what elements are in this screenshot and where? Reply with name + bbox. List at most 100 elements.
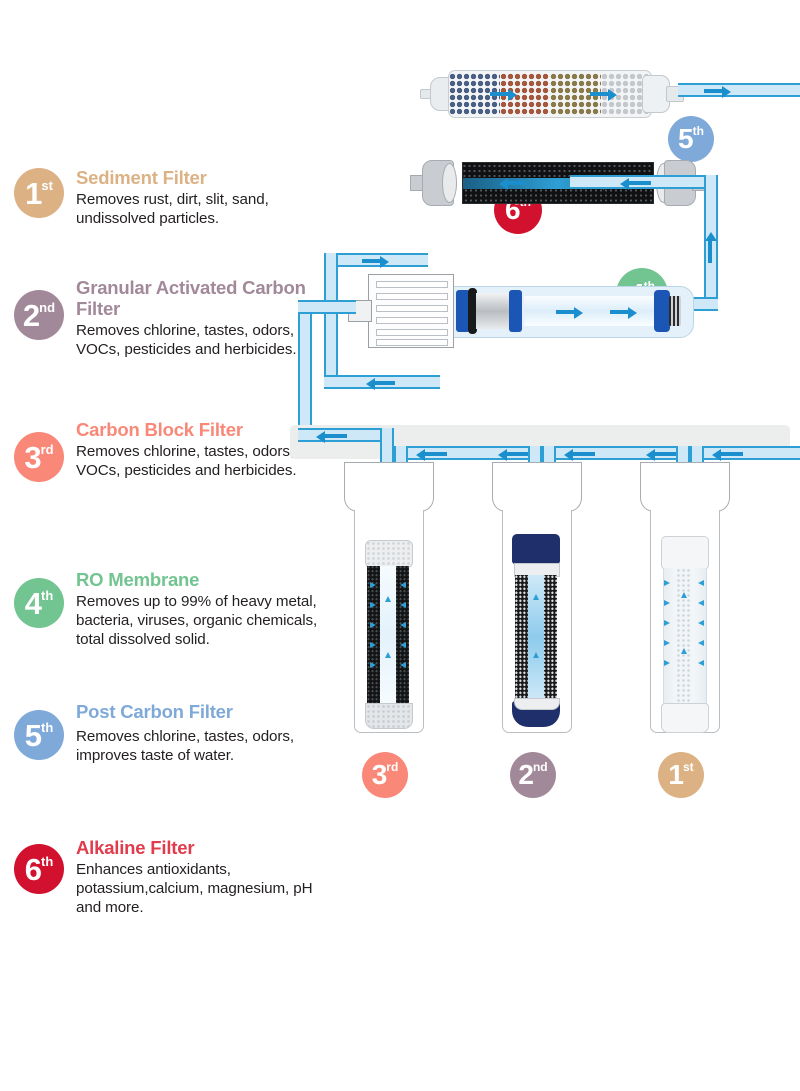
flow-arrow-right <box>574 307 583 319</box>
ro-brine-port <box>669 296 681 326</box>
badge-ordinal: nd <box>532 760 548 774</box>
badge-ordinal: st <box>41 177 53 193</box>
system-diagram: 6th <box>280 0 800 1091</box>
badge-ordinal: rd <box>40 441 54 457</box>
flow-arrow-tail <box>629 181 651 185</box>
ro-front-cap <box>509 290 522 332</box>
flow-arrow-left <box>712 449 721 461</box>
sediment-bottom-cap <box>661 703 709 733</box>
badge-number: 3 <box>371 759 388 790</box>
badge-number: 1 <box>668 759 684 790</box>
flow-arrow-right <box>722 86 731 98</box>
badge-number: 5 <box>678 123 694 154</box>
carbon-block-top-cap <box>365 540 413 568</box>
badge-number: 5 <box>24 717 42 753</box>
legend-title: Alkaline Filter <box>76 837 195 858</box>
gac-top-cap <box>512 534 560 564</box>
pipe-raw-water-inlet <box>690 446 800 460</box>
pipe-loop-left-vertical <box>324 253 338 389</box>
badge-number: 1 <box>25 175 42 211</box>
alkaline-media-body <box>448 70 652 118</box>
pipe-to-ro-inlet-riser <box>298 300 312 432</box>
badge-ordinal: th <box>692 124 704 138</box>
legend-title: Carbon Block Filter <box>76 419 243 440</box>
badge-ordinal: th <box>40 853 54 869</box>
badge-number: 4 <box>24 585 42 621</box>
flow-arrow-left <box>620 178 629 190</box>
ro-collar <box>476 293 510 329</box>
ro-housing-head <box>368 274 454 348</box>
flow-arrow-left <box>498 449 507 461</box>
ro-front-cap <box>456 290 470 332</box>
sediment-top-cap <box>661 536 709 570</box>
housing-cap <box>344 462 434 495</box>
post-carbon-left-cap <box>410 160 457 206</box>
badge-ordinal: nd <box>39 299 56 315</box>
flow-arrow-tail <box>425 452 447 456</box>
housing-cap <box>492 462 582 495</box>
flow-arrow-right <box>628 307 637 319</box>
pipe-to-ro-inlet <box>298 300 356 314</box>
flow-arrow-tail <box>610 310 630 314</box>
legend-description: Removes rust, dirt, slit, sand, undissol… <box>76 190 269 227</box>
housing-cap <box>640 462 730 495</box>
flow-arrow-right <box>508 89 517 101</box>
badge-number: 3 <box>24 439 41 475</box>
flow-arrow-right <box>608 89 617 101</box>
legend-title: Sediment Filter <box>76 167 207 188</box>
pipe-purified-water-outlet <box>678 83 800 97</box>
flow-arrow-tail <box>508 181 526 185</box>
flow-arrow-tail <box>573 452 595 456</box>
flow-arrow-left <box>646 449 655 461</box>
legend-description: Removes chlorine, tastes, odors, VOCs, p… <box>76 321 297 358</box>
flow-arrow-tail <box>490 92 510 96</box>
badge-ordinal: st <box>682 760 694 774</box>
flow-arrow-left <box>316 431 325 443</box>
ro-end-cap <box>654 290 670 332</box>
flow-arrow-right <box>380 256 389 268</box>
flow-arrow-tail <box>556 310 576 314</box>
flow-arrow-tail <box>362 259 382 263</box>
flow-arrow-tail <box>375 381 395 385</box>
flow-arrow-tail <box>655 452 677 456</box>
flow-arrow-tail <box>704 89 724 93</box>
alkaline-filter-cartridge <box>420 70 684 118</box>
post-carbon-media-body <box>462 162 654 204</box>
legend-title: Granular Activated Carbon Filter <box>76 277 306 319</box>
flow-arrow-up <box>705 232 717 241</box>
flow-arrow-tail <box>590 92 610 96</box>
badge-number: 2 <box>22 297 40 333</box>
carbon-block-bottom-cap <box>365 703 413 729</box>
badge-ordinal: th <box>40 587 54 603</box>
flow-arrow-left <box>416 449 425 461</box>
flow-arrow-left <box>499 178 508 190</box>
flow-arrow-left <box>564 449 573 461</box>
legend-description: Removes chlorine, tastes, odors, VOCs, p… <box>76 442 297 479</box>
ro-membrane-assembly <box>340 270 700 350</box>
legend-title: Post Carbon Filter <box>76 701 233 722</box>
ro-o-ring <box>468 288 477 334</box>
flow-arrow-tail <box>721 452 743 456</box>
flow-arrow-tail <box>507 452 529 456</box>
ro-membrane-element <box>524 296 656 326</box>
flow-arrow-left <box>366 378 375 390</box>
badge-number: 6 <box>24 851 42 887</box>
flow-arrow-tail <box>325 434 347 438</box>
legend-description: Removes up to 99% of heavy metal, bacter… <box>76 592 318 648</box>
badge-ordinal: rd <box>386 760 399 774</box>
badge-number: 2 <box>518 759 534 790</box>
badge-ordinal: th <box>40 719 54 735</box>
legend-title: RO Membrane <box>76 569 200 590</box>
